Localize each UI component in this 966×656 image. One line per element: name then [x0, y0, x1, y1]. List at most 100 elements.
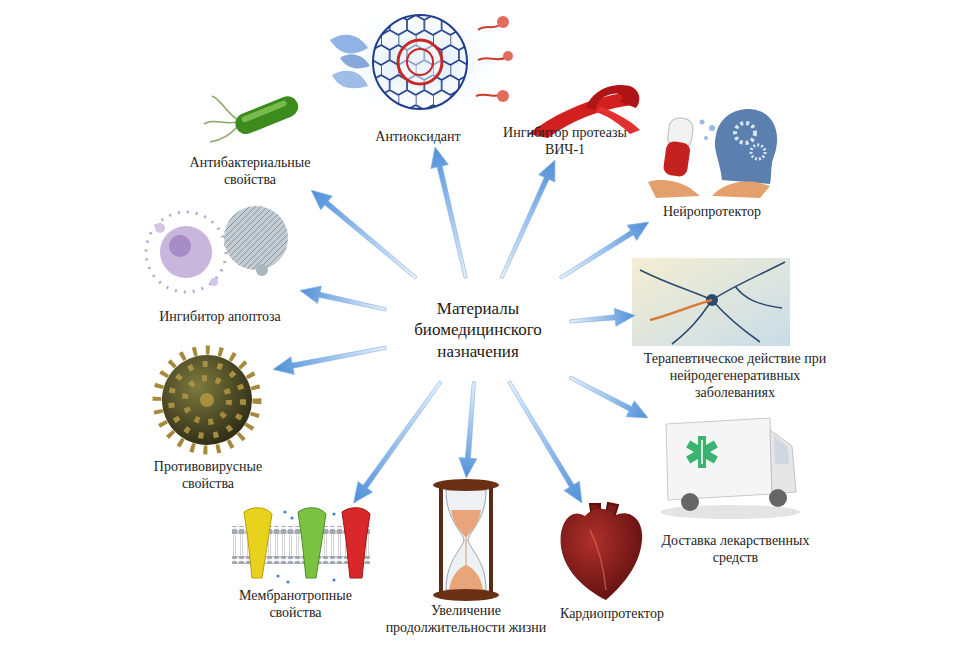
property-label: Антибактериальные свойства: [185, 154, 315, 188]
sand: [449, 565, 483, 590]
fan-shape: [332, 71, 368, 89]
property-node: Антиоксидант: [328, 2, 508, 147]
property-label: Терапевтическое действие при нейродегене…: [635, 350, 835, 401]
property-node: Нейропротектор: [647, 103, 777, 222]
radical-arrows: [476, 25, 505, 96]
ambulance-window: [774, 436, 789, 464]
hand: [648, 180, 700, 198]
bacterium-highlight: [241, 100, 288, 124]
property-label: Противовирусные свойства: [143, 458, 273, 492]
flagella: [204, 96, 240, 142]
particle: [709, 125, 715, 131]
antioxidant-picture: [325, 2, 515, 122]
arrow-connector: [300, 286, 386, 311]
neuroprotector-picture: [648, 109, 777, 198]
fullerene-core: [398, 40, 442, 84]
membrane-protein: [342, 508, 370, 578]
property-node: Мембранотропные свойства: [223, 503, 368, 623]
particle: [700, 120, 705, 125]
central-title: Материалы биомедицинского назначения: [408, 298, 548, 362]
star-staff: [701, 440, 703, 464]
property-label: Ингибитор апоптоза: [140, 308, 300, 325]
ion: [332, 578, 335, 581]
apoptosis-picture: [146, 206, 288, 292]
property-label: Доставка лекарственных средств: [648, 532, 823, 566]
ion: [283, 510, 286, 513]
fibrous-bleb: [256, 264, 268, 276]
apoptotic-body: [155, 223, 165, 233]
arrow-connector: [273, 346, 386, 374]
hourglass-glass: [446, 490, 486, 590]
property-node: Ингибитор апоптоза: [140, 198, 300, 327]
cell-nucleus: [169, 235, 191, 257]
neuron-ground: [632, 258, 790, 346]
fan-shape: [340, 54, 370, 68]
property-label: Кардиопротектор: [547, 605, 677, 622]
virus-knobs: [185, 378, 229, 422]
hourglass-plate: [433, 479, 499, 491]
virus-knob: [200, 393, 214, 407]
gear: [735, 123, 755, 143]
fibrous-texture: [224, 206, 288, 270]
heart-shape: [561, 509, 643, 601]
arrow-connector: [500, 160, 555, 278]
membrane-picture: [232, 508, 370, 584]
arrow-connector: [311, 190, 417, 279]
fan-shape: [330, 35, 368, 54]
sand-stream: [465, 538, 466, 566]
neuron-branches: [640, 262, 785, 344]
ribbon-loop: [586, 85, 639, 110]
vessel: [590, 530, 606, 590]
radical: [503, 51, 513, 61]
medical-star: [686, 436, 718, 468]
property-label: Увеличение продолжительности жизни: [376, 602, 556, 636]
virus-knobs: [171, 364, 243, 436]
bacterium-picture: [204, 93, 301, 142]
property-node: Кардиопротектор: [547, 503, 677, 624]
virus-spikes: [157, 350, 257, 450]
arrow-connector: [559, 222, 648, 279]
property-node: Терапевтическое действие при нейродегене…: [635, 252, 835, 403]
fibrous-cell: [224, 206, 288, 270]
gear: [751, 145, 765, 159]
membrane-protein: [298, 508, 326, 578]
star-arm: [686, 441, 718, 464]
ion: [276, 574, 279, 577]
ion: [286, 580, 289, 583]
hourglass-plate: [433, 589, 499, 601]
radical: [497, 90, 509, 102]
fullerene-core: [407, 49, 433, 75]
virus-picture: [157, 350, 257, 450]
ion: [332, 512, 335, 515]
wheel: [681, 493, 699, 511]
membrane-protein: [244, 508, 272, 578]
central-concept: Материалы биомедицинского назначения: [386, 278, 570, 382]
arrow-connector: [459, 382, 477, 478]
shadow: [660, 505, 800, 519]
bacterium-body: [232, 93, 301, 137]
property-node: Увеличение продолжительности жизни: [376, 478, 556, 638]
ion: [290, 516, 293, 519]
property-node: Доставка лекарственных средств: [648, 408, 823, 568]
virus-body: [162, 355, 252, 445]
hourglass-post: [441, 486, 491, 594]
bacterium-cell: [232, 93, 301, 137]
radical: [497, 16, 509, 28]
star-arm: [686, 441, 718, 464]
neuron-picture: [632, 258, 790, 346]
capsule: [662, 117, 694, 178]
sand: [451, 510, 481, 538]
property-node: Противовирусные свойства: [143, 343, 273, 494]
ambulance-picture: [660, 418, 800, 519]
wheel: [769, 489, 787, 507]
arrow-connector: [508, 381, 582, 503]
property-label: Антиоксидант: [343, 128, 493, 145]
fullerene-shell: [373, 15, 467, 109]
property-label: Нейропротектор: [647, 203, 777, 220]
property-label: Ингибитор протеазы ВИЧ-1: [495, 124, 635, 158]
glow: [325, 2, 515, 122]
ambulance-cab: [770, 430, 796, 494]
property-node: Ингибитор протеазы ВИЧ-1: [490, 80, 640, 160]
arrow-connector: [431, 147, 467, 278]
